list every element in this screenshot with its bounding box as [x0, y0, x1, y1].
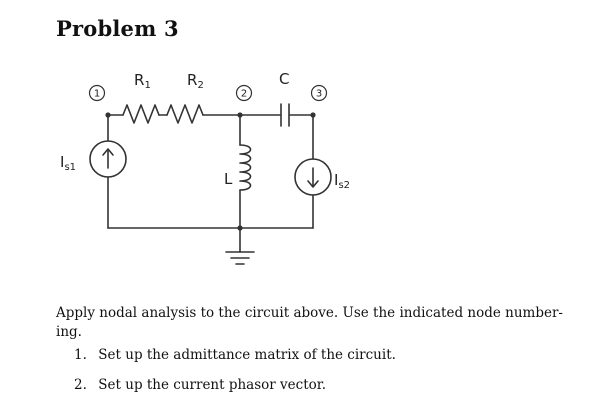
label-is2: Is2: [334, 171, 350, 191]
steps-list: 1. Set up the admittance matrix of the c…: [74, 346, 396, 406]
instruction-line-1: Apply nodal analysis to the circuit abov…: [56, 305, 563, 321]
resistor-r1: [122, 104, 160, 124]
node-marker-2: [235, 84, 253, 102]
junction-dot: [237, 112, 243, 118]
list-item-text: Set up the admittance matrix of the circ…: [98, 347, 396, 363]
label-is1: Is1: [60, 153, 76, 173]
junction-dot: [237, 225, 243, 231]
inductor-l: [239, 144, 252, 191]
list-item: 1. Set up the admittance matrix of the c…: [74, 346, 396, 376]
label-l: L: [224, 170, 233, 188]
node-marker-1: [88, 84, 106, 102]
list-item-number: 1.: [74, 347, 87, 363]
list-item-number: 2.: [74, 377, 87, 393]
junction-dot: [105, 112, 111, 118]
instruction-line-2: ing.: [56, 324, 82, 340]
list-item: 2. Set up the current phasor vector.: [74, 376, 396, 406]
arrow-up-icon: [102, 148, 114, 169]
instruction-text: Apply nodal analysis to the circuit abov…: [56, 304, 576, 342]
label-r2: R2: [187, 71, 204, 91]
node-marker-3: [310, 84, 328, 102]
resistor-r2: [166, 104, 204, 124]
junction-dot: [310, 112, 316, 118]
node-label-1: 1: [94, 89, 100, 100]
arrow-down-icon: [307, 167, 319, 188]
label-c: C: [279, 70, 289, 88]
ground-icon: [225, 251, 255, 265]
list-item-text: Set up the current phasor vector.: [98, 377, 327, 393]
label-r1: R1: [134, 71, 151, 91]
problem-title: Problem 3: [56, 16, 179, 41]
node-label-3: 3: [316, 89, 322, 100]
node-label-2: 2: [241, 89, 247, 100]
capacitor-c: [280, 103, 290, 127]
